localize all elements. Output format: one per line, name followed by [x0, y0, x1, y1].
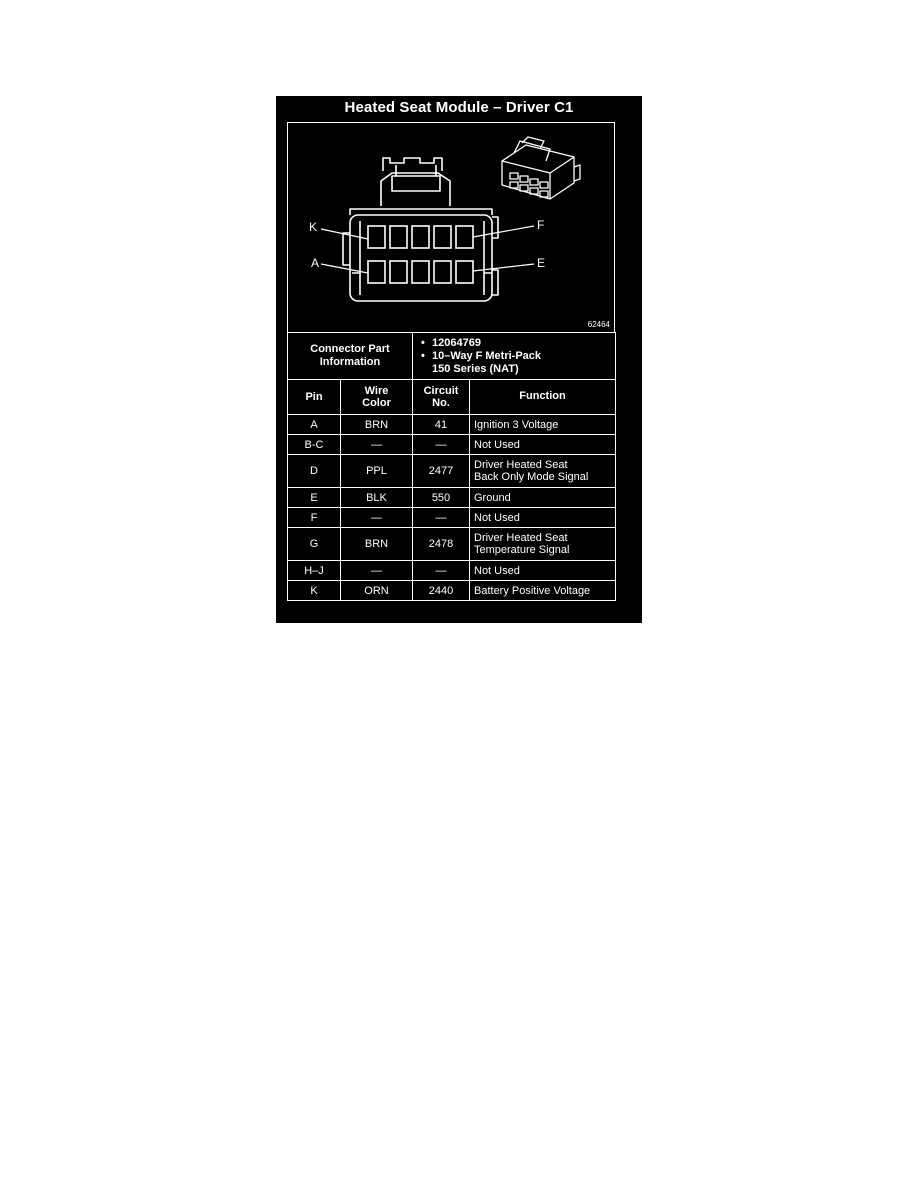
table-row: D PPL 2477 Driver Heated Seat Back Only … — [287, 454, 616, 488]
connector-drawing: K A F E — [309, 136, 581, 302]
circuit-cell: 2478 — [412, 527, 470, 561]
wire-color-cell: — — [340, 560, 413, 581]
leader-a — [320, 263, 369, 274]
pin-cavity — [433, 225, 452, 249]
pin-label-f: F — [537, 218, 544, 232]
connector-illustration: K A F E 62464 — [287, 122, 615, 333]
circuit-cell: — — [412, 434, 470, 455]
table-row: H–J — — Not Used — [287, 560, 616, 581]
connector-part-label: Connector Part Information — [287, 332, 413, 380]
leader-e — [472, 263, 535, 272]
pin-label-k: K — [309, 220, 317, 234]
connector-part-values: •12064769 •10–Way F Metri-Pack 150 Serie… — [412, 332, 616, 380]
header-wire-color: Wire Color — [340, 379, 413, 415]
pin-cell: F — [287, 507, 341, 528]
right-tab-bottom — [492, 269, 499, 296]
circuit-cell: 2477 — [412, 454, 470, 488]
pin-cell: A — [287, 414, 341, 435]
pin-cavity — [455, 260, 474, 284]
wire-color-cell: PPL — [340, 454, 413, 488]
pin-label-a: A — [311, 256, 319, 270]
pin-cell: D — [287, 454, 341, 488]
connector-description: 10–Way F Metri-Pack — [432, 349, 542, 362]
function-cell: Driver Heated Seat Back Only Mode Signal — [469, 454, 616, 488]
function-cell: Not Used — [469, 560, 616, 581]
function-cell: Ignition 3 Voltage — [469, 414, 616, 435]
latch-top — [382, 157, 443, 171]
pin-cell: G — [287, 527, 341, 561]
pin-cavity — [367, 225, 386, 249]
header-pin: Pin — [287, 379, 341, 415]
left-tab — [342, 232, 350, 266]
circuit-cell: 41 — [412, 414, 470, 435]
connector-diagram-panel: Heated Seat Module – Driver C1 — [276, 96, 642, 623]
pin-cell: B-C — [287, 434, 341, 455]
table-row: A BRN 41 Ignition 3 Voltage — [287, 414, 616, 435]
circuit-cell: — — [412, 560, 470, 581]
pin-cavity — [389, 225, 408, 249]
inner-rails — [359, 221, 485, 295]
part-number: 12064769 — [432, 336, 481, 349]
header-function: Function — [469, 379, 616, 415]
connector-part-info-row: Connector Part Information •12064769 •10… — [287, 332, 616, 380]
pin-cavity — [367, 260, 386, 284]
pin-cavity — [411, 260, 430, 284]
wire-color-cell: BRN — [340, 527, 413, 561]
function-cell: Not Used — [469, 434, 616, 455]
leader-f — [472, 225, 535, 238]
wire-color-cell: BLK — [340, 487, 413, 508]
wire-color-cell: — — [340, 434, 413, 455]
pin-label-e: E — [537, 256, 545, 270]
pin-cavity — [389, 260, 408, 284]
pin-cavity — [411, 225, 430, 249]
table-row: F — — Not Used — [287, 507, 616, 528]
wire-color-cell: ORN — [340, 580, 413, 601]
function-cell: Ground — [469, 487, 616, 508]
page-title: Heated Seat Module – Driver C1 — [344, 99, 574, 116]
pin-cell: H–J — [287, 560, 341, 581]
circuit-cell: 550 — [412, 487, 470, 508]
circuit-cell: — — [412, 507, 470, 528]
upper-housing — [380, 172, 451, 206]
body-top-edge — [349, 208, 493, 215]
function-cell: Not Used — [469, 507, 616, 528]
table-row: G BRN 2478 Driver Heated Seat Temperatur… — [287, 527, 616, 561]
pin-cell: K — [287, 580, 341, 601]
table-row: E BLK 550 Ground — [287, 487, 616, 508]
connector-isometric-thumbnail — [501, 136, 581, 200]
function-cell: Battery Positive Voltage — [469, 580, 616, 601]
figure-id: 62464 — [587, 320, 610, 329]
connector-series: 150 Series (NAT) — [432, 362, 519, 375]
wire-color-cell: BRN — [340, 414, 413, 435]
table-row: B-C — — Not Used — [287, 434, 616, 455]
table-header-row: Pin Wire Color Circuit No. Function — [287, 379, 616, 415]
latch-arms — [395, 165, 437, 176]
pinout-table: Connector Part Information •12064769 •10… — [287, 332, 616, 601]
circuit-cell: 2440 — [412, 580, 470, 601]
leader-k — [320, 228, 369, 240]
connector-body — [349, 214, 493, 302]
pin-cavity — [433, 260, 452, 284]
pin-cell: E — [287, 487, 341, 508]
wire-color-cell: — — [340, 507, 413, 528]
function-cell: Driver Heated Seat Temperature Signal — [469, 527, 616, 561]
latch-slot — [391, 175, 441, 192]
right-tab-top — [492, 216, 499, 239]
pin-cavity — [455, 225, 474, 249]
table-row: K ORN 2440 Battery Positive Voltage — [287, 580, 616, 601]
header-circuit-no: Circuit No. — [412, 379, 470, 415]
